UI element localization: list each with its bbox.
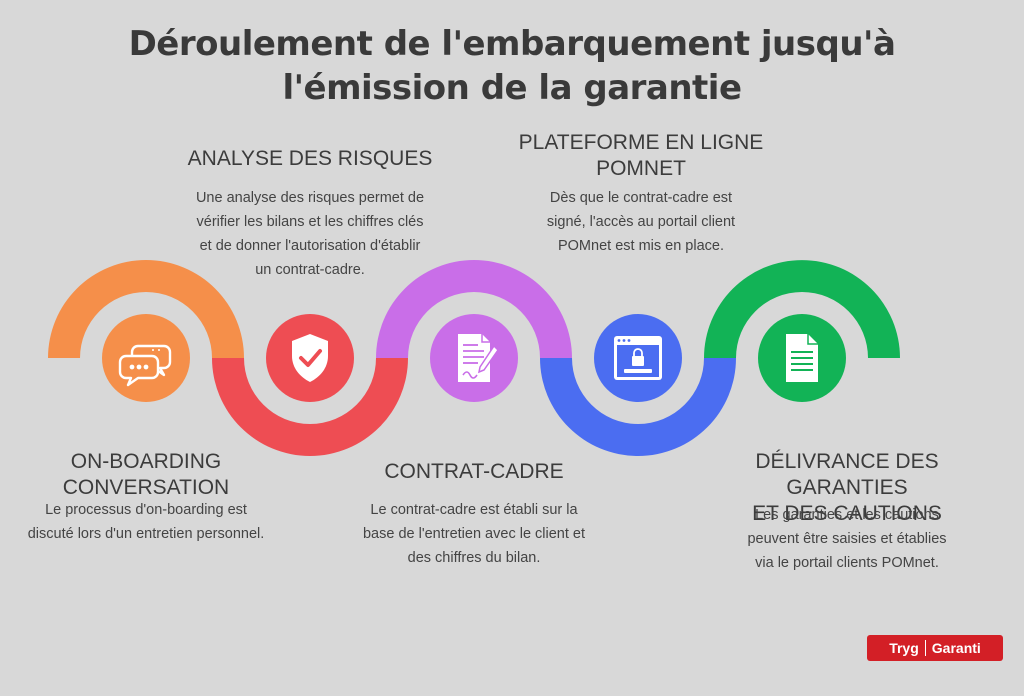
step-2-description: Une analyse des risques permet de vérifi… — [195, 190, 425, 278]
shield-check-icon — [292, 334, 328, 382]
tryg-garanti-logo: Tryg Garanti — [867, 635, 1003, 661]
step-5-heading: DÉLIVRANCE DES GARANTIES ET DES CAUTIONS — [752, 450, 942, 525]
step-4-description: Dès que le contrat-cadre est signé, l'ac… — [546, 190, 736, 254]
wave-segment-purple — [376, 260, 572, 358]
step-1-description: Le processus d'on-boarding est discuté l… — [27, 502, 265, 542]
step-2-heading: ANALYSE DES RISQUES — [187, 147, 433, 170]
wave-segment-orange — [48, 260, 244, 358]
title-line-1: Déroulement de l'embarquement jusqu'à — [128, 24, 896, 64]
wave-segment-blue — [540, 358, 736, 456]
step-1-heading: ON-BOARDING CONVERSATION — [62, 450, 230, 499]
wave-segment-green — [704, 260, 900, 358]
step-4-heading: PLATEFORME EN LIGNE POMNET — [518, 131, 764, 180]
title-line-2: l'émission de la garantie — [282, 68, 742, 108]
browser-lock-icon — [614, 336, 662, 380]
page-title: Déroulement de l'embarquement jusqu'à l'… — [0, 22, 1024, 110]
logo-right-text: Garanti — [931, 640, 981, 656]
wave-segment-red — [212, 358, 408, 456]
logo-left-text: Tryg — [889, 640, 919, 656]
document-icon — [786, 334, 818, 382]
step-3-heading: CONTRAT-CADRE — [384, 460, 564, 483]
step-5-description: Les garanties et les cautions peuvent êt… — [747, 507, 947, 571]
chat-bubbles-icon — [118, 344, 172, 387]
logo-divider — [924, 640, 926, 656]
step-3-description: Le contrat-cadre est établi sur la base … — [362, 502, 586, 566]
signed-contract-icon — [458, 334, 499, 382]
